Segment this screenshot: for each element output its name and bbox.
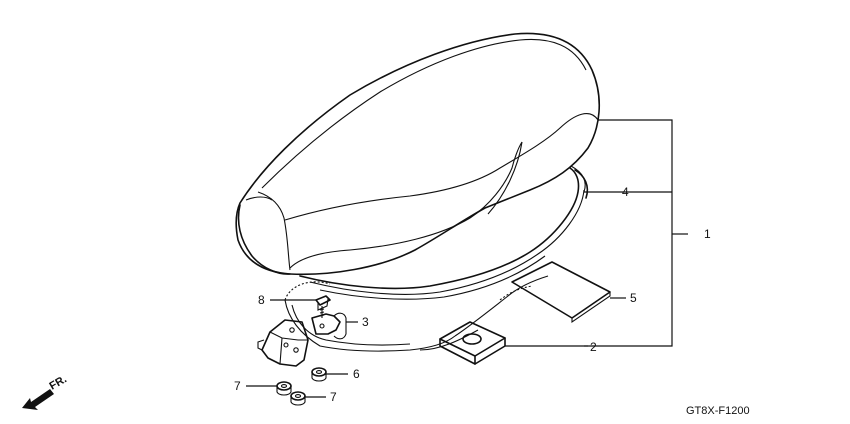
bolt: [315, 295, 331, 318]
leader-lines: [246, 119, 688, 398]
front-direction-arrow-icon: [22, 389, 54, 410]
latch-bracket: [311, 312, 347, 340]
nut-7-upper: [276, 381, 292, 396]
seat-base: [299, 167, 585, 300]
seat-cushion: [235, 32, 601, 276]
seat-trim-band: [570, 165, 589, 199]
callout-3: 3: [362, 315, 369, 329]
callout-1: 1: [704, 227, 711, 241]
callout-7-upper: 7: [234, 379, 241, 393]
diagram-code: GT8X-F1200: [686, 405, 750, 417]
callout-8: 8: [258, 293, 265, 307]
callout-6: 6: [353, 367, 360, 381]
seat-hinge: [257, 319, 309, 367]
callout-5: 5: [630, 291, 637, 305]
callout-4: 4: [622, 185, 629, 199]
nut-7-lower: [290, 391, 306, 406]
callout-2: 2: [590, 340, 597, 354]
callout-7-lower: 7: [330, 390, 337, 404]
rubber-pad: [439, 321, 506, 365]
nut-6: [311, 367, 327, 382]
front-direction-label: FR.: [48, 373, 69, 392]
manual-sheet: [511, 261, 611, 324]
